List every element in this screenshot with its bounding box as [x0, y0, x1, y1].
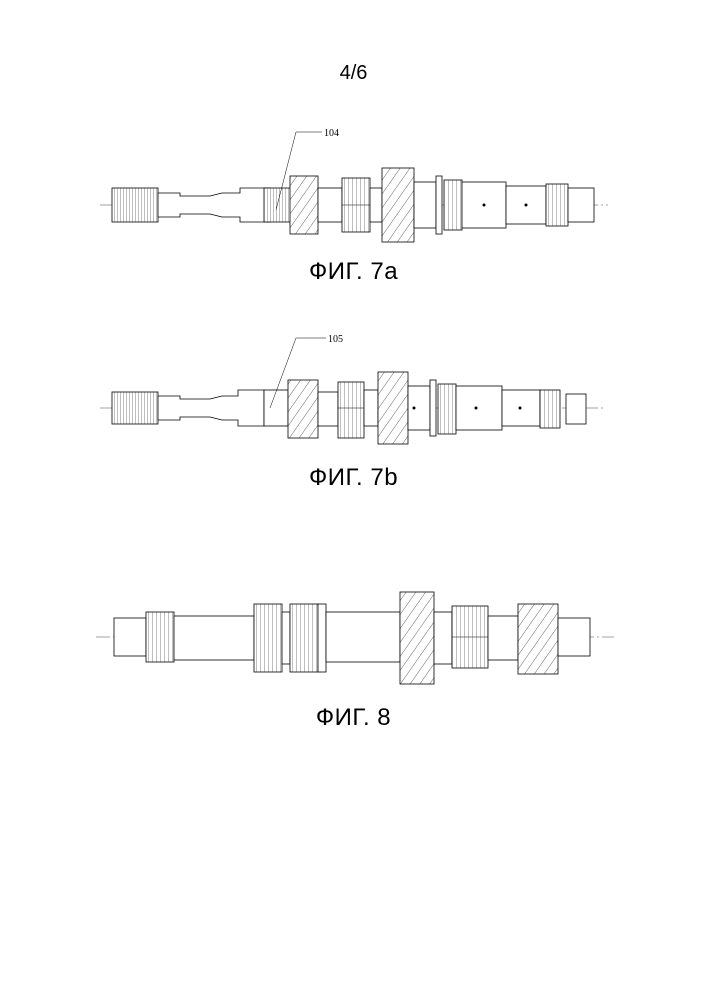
figure-caption-7a: ФИГ. 7a: [0, 258, 707, 286]
shaft-figure-8: [96, 592, 614, 684]
reference-label: 104: [324, 128, 339, 139]
figure-caption-7b: ФИГ. 7b: [0, 464, 707, 492]
shaft-figure-7a: [100, 132, 608, 242]
shaft-figure-7b: [100, 338, 604, 444]
figure-caption-8: ФИГ. 8: [0, 704, 707, 732]
reference-label: 105: [328, 334, 343, 345]
